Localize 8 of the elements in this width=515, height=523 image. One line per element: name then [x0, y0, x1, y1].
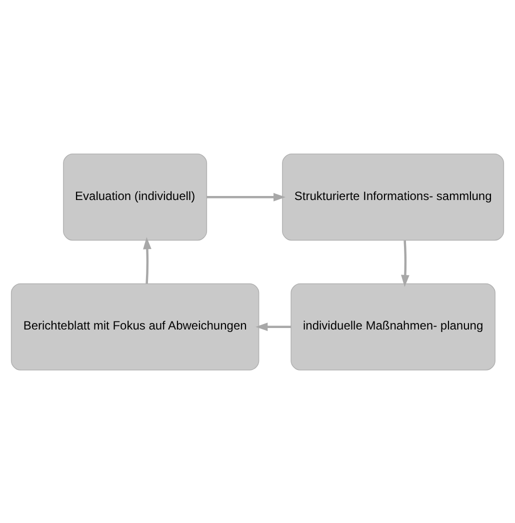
node-box: Strukturierte Informations- sammlung [282, 153, 504, 240]
node-box: Evaluation (individuell) [63, 153, 208, 240]
arrow [256, 322, 291, 331]
arrow [206, 192, 286, 201]
arrow [401, 240, 410, 286]
node-box: individuelle Maßnahmen- planung [290, 282, 496, 370]
arrow [143, 236, 152, 284]
node-box: Berichteblatt mit Fokus auf Abweichungen [10, 282, 260, 370]
